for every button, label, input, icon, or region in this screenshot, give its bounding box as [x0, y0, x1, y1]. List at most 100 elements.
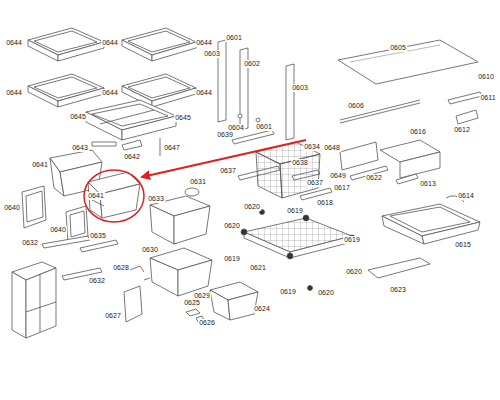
drawer-front	[70, 211, 85, 237]
callout-number: 0640	[3, 204, 21, 212]
callout-number: 0644	[101, 89, 119, 97]
rail-part	[92, 142, 116, 146]
callout-number: 0647	[163, 144, 181, 152]
callout-number: 0635	[89, 232, 107, 240]
freezer-bin	[210, 282, 258, 320]
freezer-bin	[150, 248, 212, 296]
shelf-frame	[28, 28, 104, 61]
slide-rail	[80, 240, 118, 252]
callout-number: 0627	[104, 312, 122, 320]
callout-number: 0622	[365, 174, 383, 182]
callout-number: 0637	[306, 179, 324, 187]
bracket-part	[456, 110, 478, 124]
callout-number: 0611	[479, 94, 496, 102]
callout-number: 0624	[253, 305, 271, 313]
basket-rail	[232, 130, 274, 144]
callout-number: 0628	[112, 264, 130, 272]
callout-number: 0640	[49, 226, 67, 234]
callout-number: 0620	[317, 289, 335, 297]
trim-rod	[340, 103, 420, 123]
callout-number: 0644	[195, 39, 213, 47]
callout-number: 0632	[88, 277, 106, 285]
callout-number: 0644	[101, 39, 119, 47]
callout-number: 0625	[183, 299, 201, 307]
callout-number: 0645	[174, 114, 192, 122]
callout-number: 0602	[243, 60, 261, 68]
callout-number: 0642	[123, 153, 141, 161]
screw	[256, 118, 260, 122]
support-part	[400, 152, 440, 178]
bracket-part	[130, 266, 150, 280]
trim-rod	[340, 100, 420, 120]
callout-number: 0619	[343, 236, 361, 244]
rail-part	[396, 174, 418, 184]
callout-number: 0612	[453, 126, 471, 134]
highlight-arrow	[142, 140, 306, 177]
callout-number: 0616	[409, 128, 427, 136]
callout-number: 0632	[21, 239, 39, 247]
callout-number: 0620	[223, 222, 241, 230]
clip-part	[186, 309, 200, 316]
callout-number: 0644	[195, 89, 213, 97]
callout-number: 0619	[279, 288, 297, 296]
callout-number: 0649	[329, 172, 347, 180]
glass-shelf	[338, 40, 478, 84]
callout-number: 0603	[203, 50, 221, 58]
callout-number: 0630	[141, 246, 159, 254]
callout-number: 0610	[477, 73, 495, 81]
bin-panel	[124, 286, 142, 322]
tray	[382, 204, 480, 244]
callout-number: 0637	[219, 167, 237, 175]
highlight-circle	[84, 170, 144, 222]
callout-number: 0601	[255, 123, 273, 131]
freezer-bin	[150, 196, 210, 244]
callout-number: 0620	[345, 268, 363, 276]
screw	[238, 114, 242, 118]
callout-number: 0619	[223, 255, 241, 263]
callout-number: 0617	[333, 184, 351, 192]
callout-number: 0603	[291, 84, 309, 92]
shelf-frame	[122, 28, 196, 61]
shelf-frame	[28, 74, 104, 107]
slide-rail	[42, 236, 90, 248]
bracket-part	[448, 92, 482, 104]
drawer-frame	[86, 100, 176, 140]
wire-basket	[256, 142, 320, 198]
shelf-column	[286, 64, 294, 140]
callout-number: 0639	[216, 131, 234, 139]
refrigerator-outline	[12, 262, 56, 338]
callout-number: 0631	[189, 178, 207, 186]
shelf-trim	[368, 258, 430, 278]
callout-number: 0641	[31, 161, 49, 169]
callout-number: 0605	[389, 44, 407, 52]
callout-number: 0619	[286, 207, 304, 215]
callout-number: 0615	[454, 241, 472, 249]
callout-number: 0648	[323, 144, 341, 152]
callout-number: 0618	[316, 199, 334, 207]
clip-part	[122, 140, 142, 150]
callout-number: 0634	[303, 143, 321, 151]
callout-number: 0641	[87, 192, 105, 200]
callout-number: 0626	[198, 319, 216, 327]
callout-number: 0638	[291, 159, 309, 167]
callout-number: 0644	[5, 39, 23, 47]
callout-number: 0621	[249, 264, 267, 272]
callout-number: 0633	[147, 195, 165, 203]
drawer-front	[22, 186, 46, 228]
callout-number: 0620	[243, 203, 261, 211]
callout-number: 0645	[69, 113, 87, 121]
callout-number: 0613	[419, 180, 437, 188]
callout-number: 0644	[5, 89, 23, 97]
callout-number: 0623	[389, 286, 407, 294]
scoop-part	[185, 188, 199, 196]
callout-number: 0643	[71, 144, 89, 152]
support-part	[340, 142, 378, 170]
callout-number: 0601	[225, 34, 243, 42]
callout-number: 0606	[347, 102, 365, 110]
slide-frame	[241, 210, 355, 291]
drawer-front	[26, 191, 43, 222]
callout-number: 0614	[457, 192, 475, 200]
crisper-drawer	[88, 172, 140, 218]
pin-part	[160, 138, 161, 156]
